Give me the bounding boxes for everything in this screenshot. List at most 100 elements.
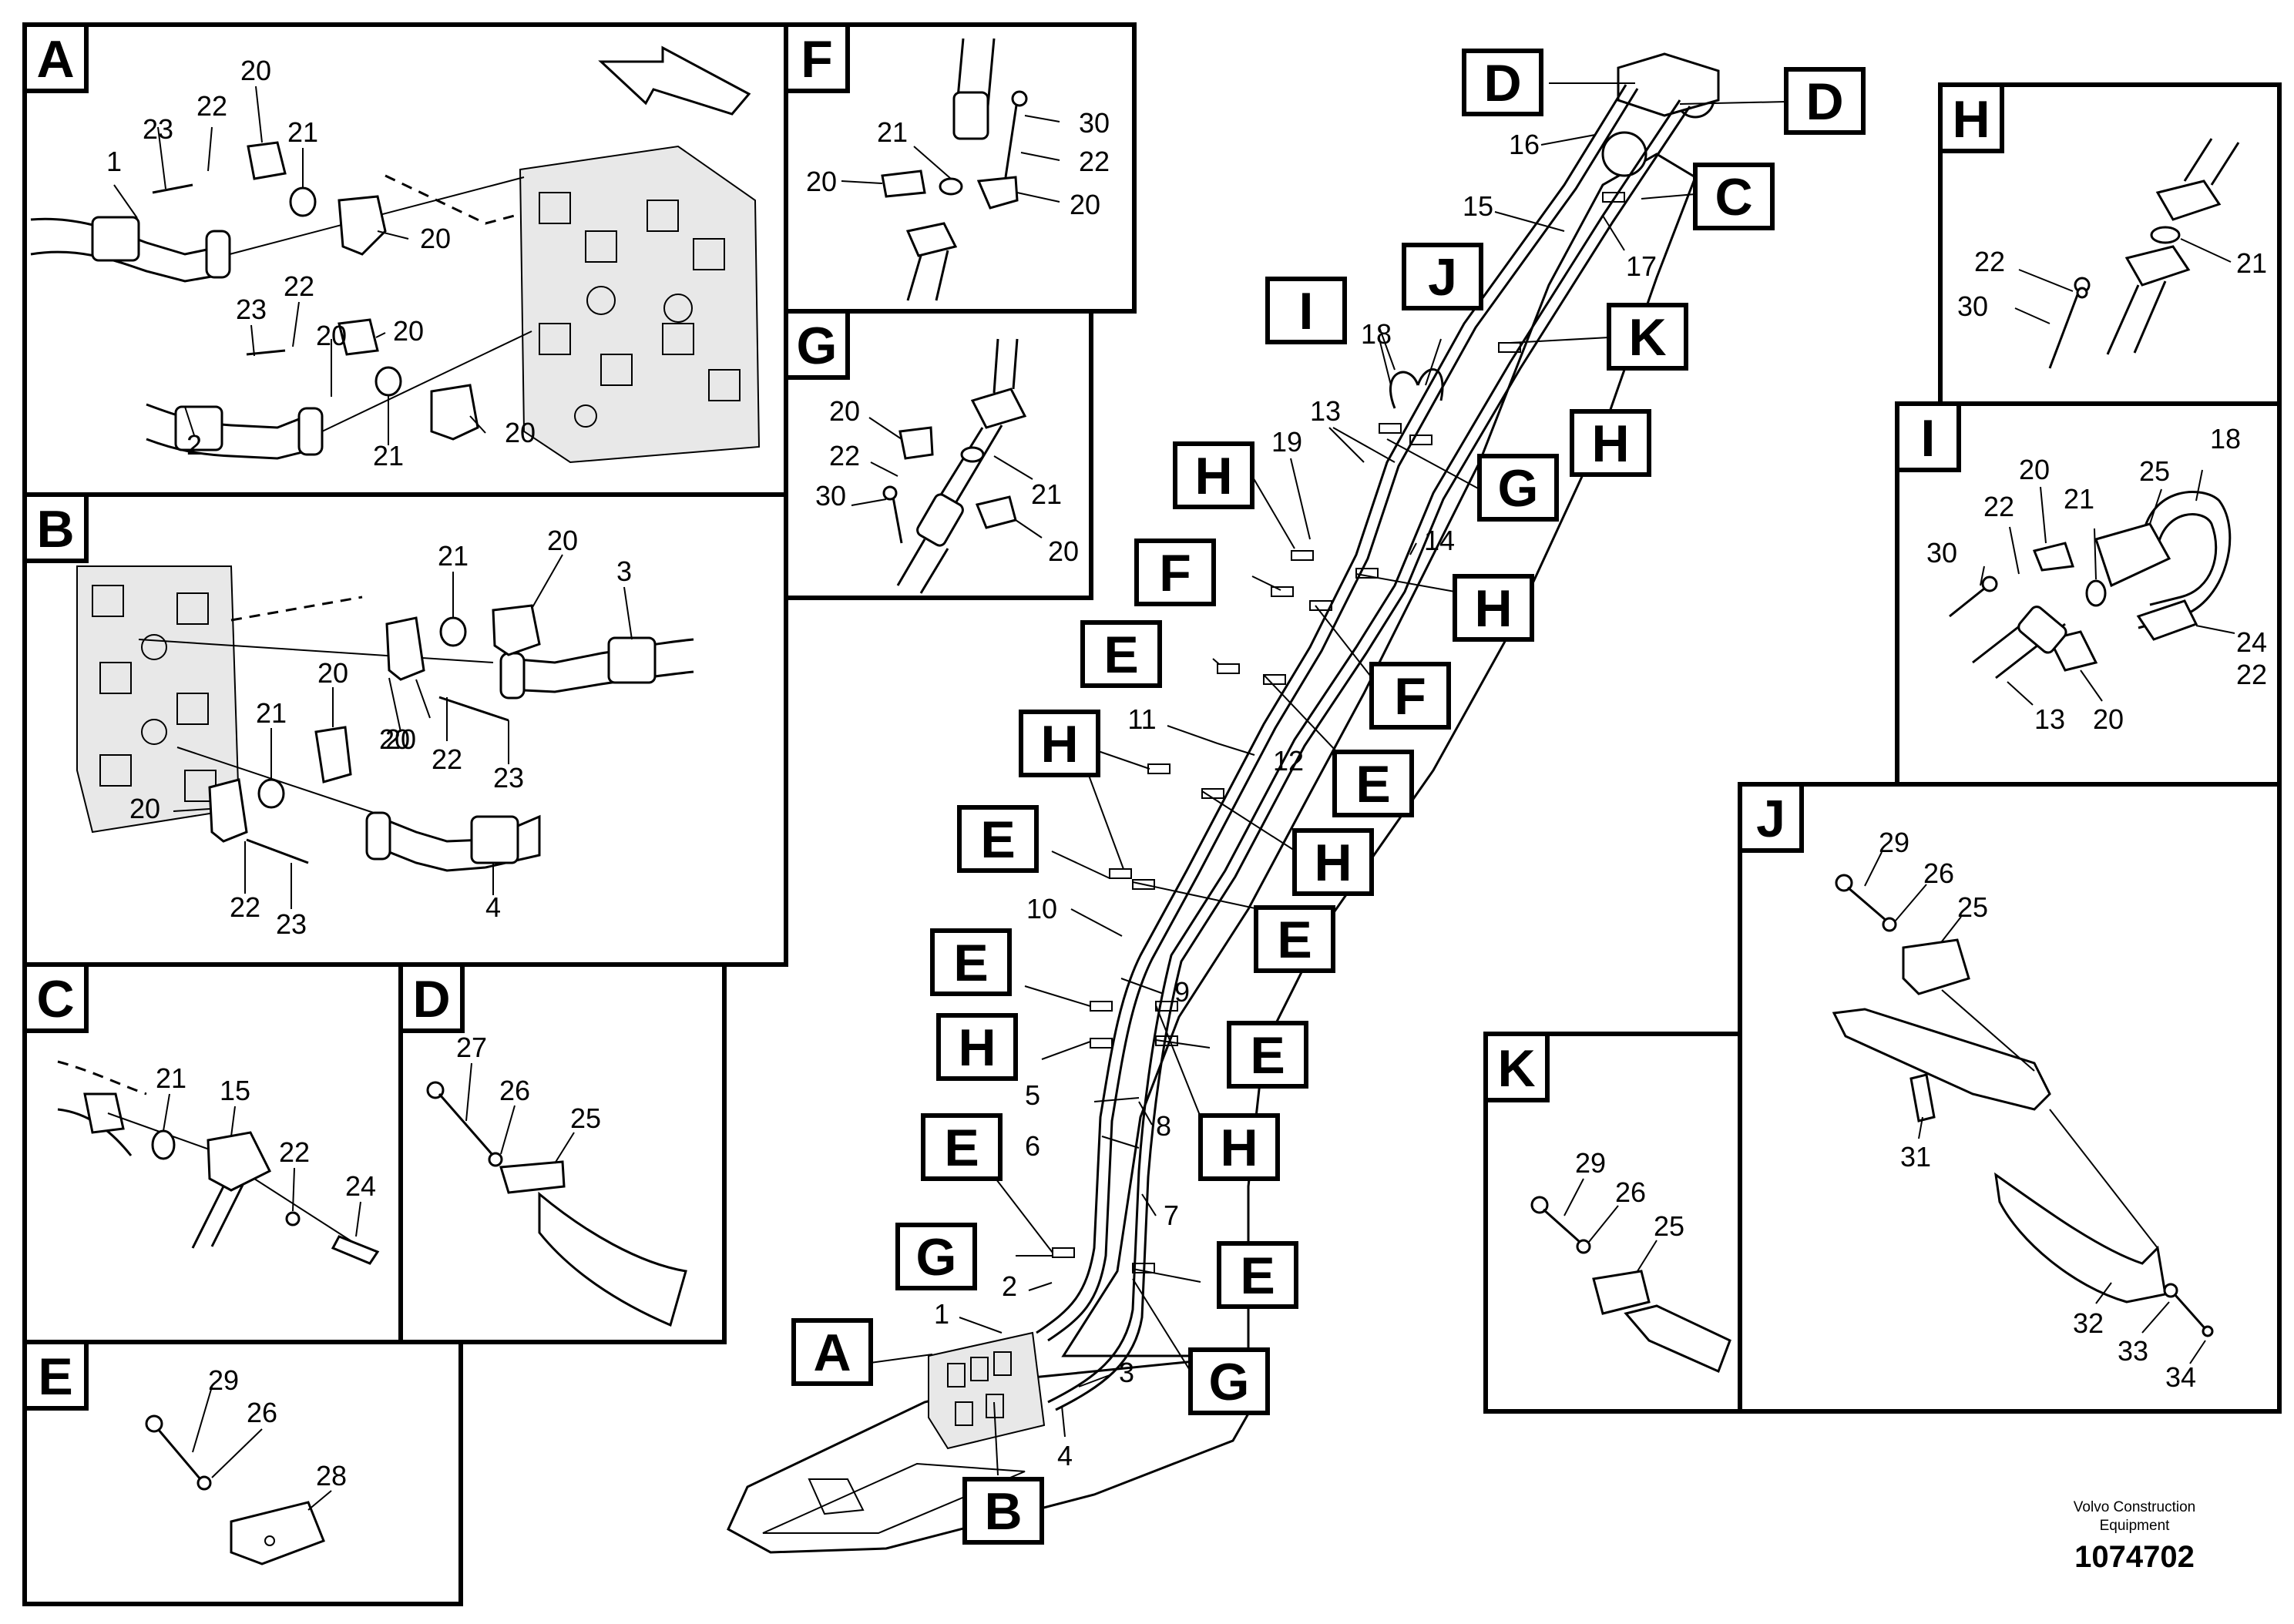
svg-text:D: D bbox=[1483, 54, 1521, 112]
panel-d-frame bbox=[398, 962, 727, 1344]
callout-1: 1 bbox=[106, 146, 122, 177]
callout-26: 26 bbox=[1923, 857, 1954, 889]
tag-h: H bbox=[1019, 710, 1100, 777]
panel-i-letter: I bbox=[1921, 409, 1936, 468]
tag-b: B bbox=[962, 1477, 1044, 1545]
tag-a: A bbox=[791, 1318, 873, 1386]
svg-text:H: H bbox=[1591, 414, 1629, 473]
part-number-8: 8 bbox=[1156, 1110, 1171, 1142]
panel-e-letter-box: E bbox=[22, 1340, 89, 1411]
part-number-2: 2 bbox=[1002, 1270, 1017, 1302]
panel-g-drawing: 20 20 21 22 30 bbox=[815, 338, 1079, 594]
tag-h: H bbox=[1292, 828, 1374, 896]
panel-b-drawing: 3 4 20 20 20 20 20 21 21 22 22 23 23 bbox=[76, 525, 694, 940]
panel-k-drawing: 25 26 29 bbox=[1530, 1147, 1731, 1374]
panel-a-letter: A bbox=[36, 30, 74, 89]
callout-33: 33 bbox=[2118, 1335, 2148, 1367]
part-number-11: 11 bbox=[1127, 703, 1156, 735]
callout-26: 26 bbox=[1615, 1176, 1646, 1208]
callout-21: 21 bbox=[287, 116, 318, 148]
part-number-13: 13 bbox=[1310, 395, 1341, 427]
valve-block bbox=[519, 145, 761, 464]
callout-30: 30 bbox=[815, 480, 846, 512]
svg-text:E: E bbox=[1250, 1026, 1285, 1085]
panel-g-letter: G bbox=[797, 317, 838, 375]
part-number-4: 4 bbox=[1057, 1440, 1073, 1471]
tag-e: E bbox=[1254, 905, 1335, 973]
tag-g: G bbox=[1188, 1347, 1270, 1415]
callout-22: 22 bbox=[1079, 146, 1110, 177]
callout-26: 26 bbox=[247, 1397, 277, 1428]
svg-text:H: H bbox=[1474, 579, 1512, 638]
callout-23: 23 bbox=[276, 908, 307, 940]
tag-g: G bbox=[1477, 454, 1559, 522]
svg-text:G: G bbox=[916, 1228, 957, 1287]
tag-k: K bbox=[1607, 303, 1688, 371]
panel-f-drawing: 20 20 21 22 30 bbox=[806, 38, 1110, 301]
direction-arrow-icon bbox=[598, 45, 751, 116]
panel-f-letter: F bbox=[801, 30, 833, 89]
callout-20: 20 bbox=[385, 723, 416, 755]
callout-3: 3 bbox=[616, 555, 632, 587]
tag-e: E bbox=[1332, 750, 1414, 817]
tag-h: H bbox=[1173, 441, 1254, 509]
callout-22: 22 bbox=[2236, 659, 2267, 690]
callout-31: 31 bbox=[1900, 1141, 1931, 1173]
callout-22: 22 bbox=[1974, 246, 2005, 277]
callout-25: 25 bbox=[1654, 1210, 1684, 1242]
panel-d-letter: D bbox=[412, 970, 450, 1028]
callout-27: 27 bbox=[456, 1032, 487, 1063]
panel-k-frame bbox=[1483, 1032, 1742, 1414]
svg-text:H: H bbox=[958, 1018, 996, 1077]
callout-4: 4 bbox=[485, 891, 501, 923]
tag-e: E bbox=[957, 805, 1039, 873]
panel-a-drawing: 1 2 20 20 20 20 20 21 21 22 22 23 23 bbox=[30, 45, 761, 471]
callout-25: 25 bbox=[570, 1102, 601, 1134]
callout-21: 21 bbox=[256, 697, 287, 729]
main-view-part-numbers: 16 15 17 18 13 19 14 11 12 10 9 5 6 8 7 … bbox=[934, 129, 1657, 1471]
callout-22: 22 bbox=[1983, 491, 2014, 522]
callout-20: 20 bbox=[317, 657, 348, 689]
part-number-15: 15 bbox=[1463, 190, 1493, 222]
callout-23: 23 bbox=[143, 113, 173, 145]
callout-18: 18 bbox=[2210, 423, 2241, 455]
callout-21: 21 bbox=[438, 540, 469, 572]
callout-20: 20 bbox=[240, 55, 271, 86]
svg-text:G: G bbox=[1498, 459, 1539, 518]
callout-22: 22 bbox=[279, 1136, 310, 1168]
panel-f-letter-box: F bbox=[784, 22, 850, 93]
part-number-18: 18 bbox=[1361, 318, 1392, 350]
panel-letter-boxes: A B C D E F G H bbox=[22, 22, 2004, 1411]
svg-text:E: E bbox=[1103, 626, 1138, 684]
tag-i: I bbox=[1265, 277, 1347, 344]
panel-k-letter: K bbox=[1497, 1039, 1535, 1098]
tag-c: C bbox=[1693, 163, 1775, 230]
hose-line-a bbox=[1036, 84, 1627, 1334]
panel-b-letter-box: B bbox=[22, 492, 89, 563]
tag-f: F bbox=[1369, 662, 1451, 730]
panel-h-letter: H bbox=[1952, 90, 1990, 149]
panel-c-letter-box: C bbox=[22, 962, 89, 1033]
callout-22: 22 bbox=[230, 891, 260, 923]
part-number-14: 14 bbox=[1424, 525, 1455, 556]
panel-h-drawing: 21 22 30 bbox=[1957, 138, 2267, 369]
svg-text:E: E bbox=[1277, 911, 1312, 969]
callout-21: 21 bbox=[2236, 247, 2267, 279]
callout-29: 29 bbox=[1879, 827, 1909, 858]
svg-text:E: E bbox=[980, 810, 1015, 869]
panel-i-drawing: 13 18 20 20 21 22 22 24 25 30 bbox=[1926, 423, 2267, 735]
brand-line-2: Equipment bbox=[2099, 1518, 2170, 1534]
panel-i-letter-box: I bbox=[1895, 401, 1961, 472]
panel-j-drawing: 25 26 29 31 32 33 34 bbox=[1832, 827, 2214, 1393]
callout-20: 20 bbox=[505, 417, 536, 448]
part-number-10: 10 bbox=[1026, 893, 1057, 924]
main-view-letter-tags: D D C I J K H G H F H E F H E E H E E H … bbox=[791, 49, 1866, 1545]
part-number-1: 1 bbox=[934, 1298, 949, 1330]
tag-j: J bbox=[1402, 243, 1483, 310]
callout-30: 30 bbox=[1926, 537, 1957, 569]
tag-d: D bbox=[1784, 67, 1866, 135]
callout-21: 21 bbox=[2064, 483, 2094, 515]
panel-e-frame bbox=[22, 1340, 463, 1606]
panel-e-letter: E bbox=[38, 1347, 72, 1406]
